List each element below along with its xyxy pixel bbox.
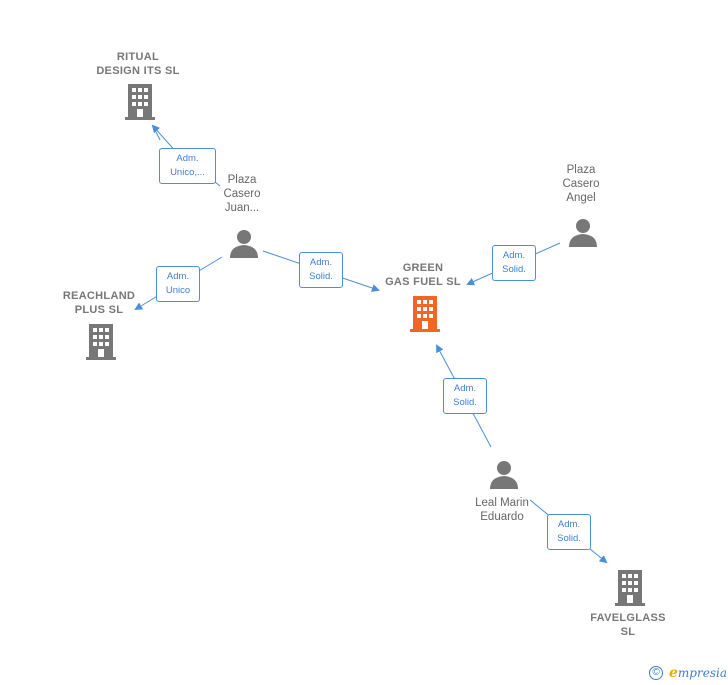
node-label-line: REACHLAND [62, 290, 136, 302]
node-label-line: GAS FUEL SL [385, 276, 461, 288]
node-label-line: DESIGN ITS SL [96, 65, 180, 77]
edge-label-plaza-angel-green-gas[interactable]: Adm. Solid. [492, 245, 536, 281]
node-label-line: Leal Marin [475, 497, 529, 509]
node-label-line: Juan... [224, 202, 260, 214]
edge-label-line: Solid. [309, 271, 333, 282]
node-label-line: GREEN [402, 262, 444, 274]
edge-label-line: Solid. [557, 533, 581, 544]
edge-label-line: Adm. [166, 271, 190, 282]
edge-label-plaza-juan-green-gas[interactable]: Adm. Solid. [299, 252, 343, 288]
edge-label-line: Unico [165, 285, 191, 296]
node-label-favelglass: FAVELGLASS SL [578, 611, 678, 639]
node-label-reachland: REACHLAND PLUS SL [44, 289, 154, 317]
node-label-plaza-angel: Plaza Casero Angel [545, 163, 617, 205]
edge-label-line: Solid. [502, 264, 526, 275]
node-label-line: Casero [223, 188, 261, 200]
edge-label-line: Solid. [453, 397, 477, 408]
edge-label-line: Unico,... [170, 167, 205, 178]
credit-watermark: © empresia [649, 665, 727, 681]
brand-initial: e [669, 665, 678, 681]
edge-label-line: Adm. [453, 383, 477, 394]
node-label-green-gas: GREEN GAS FUEL SL [364, 261, 482, 289]
node-label-line: SL [620, 626, 636, 638]
building-icon[interactable] [85, 324, 117, 360]
building-icon[interactable] [409, 296, 441, 332]
person-icon[interactable] [568, 217, 598, 247]
node-label-line: Plaza [566, 164, 596, 176]
node-label-plaza-juan: Plaza Casero Juan... [206, 173, 278, 215]
brand-name: mpresia [677, 666, 727, 680]
node-label-line: Plaza [227, 174, 257, 186]
edge-label-leal-marin-favelglass[interactable]: Adm. Solid. [547, 514, 591, 550]
node-label-line: FAVELGLASS [590, 612, 666, 624]
edge-label-plaza-juan-ritual[interactable]: Adm. Unico,... [159, 148, 216, 184]
person-icon[interactable] [489, 459, 519, 489]
edge-label-line: Adm. [502, 250, 526, 261]
edge-label-leal-marin-green-gas[interactable]: Adm. Solid. [443, 378, 487, 414]
person-icon[interactable] [229, 228, 259, 258]
node-label-line: RITUAL [116, 51, 160, 63]
edge-label-plaza-juan-reachland[interactable]: Adm. Unico [156, 266, 200, 302]
node-label-line: Angel [566, 192, 596, 204]
node-label-leal-marin: Leal Marin Eduardo [457, 496, 547, 524]
node-label-line: Eduardo [480, 511, 524, 523]
edge-label-line: Adm. [557, 519, 581, 530]
copyright-icon: © [649, 666, 663, 680]
edge-label-line: Adm. [176, 153, 199, 164]
building-icon[interactable] [124, 84, 156, 120]
node-label-line: Casero [562, 178, 600, 190]
building-icon[interactable] [614, 570, 646, 606]
node-label-ritual: RITUAL DESIGN ITS SL [78, 50, 198, 78]
node-label-line: PLUS SL [74, 304, 124, 316]
edge-label-line: Adm. [309, 257, 333, 268]
brand-logo: empresia [669, 665, 727, 681]
